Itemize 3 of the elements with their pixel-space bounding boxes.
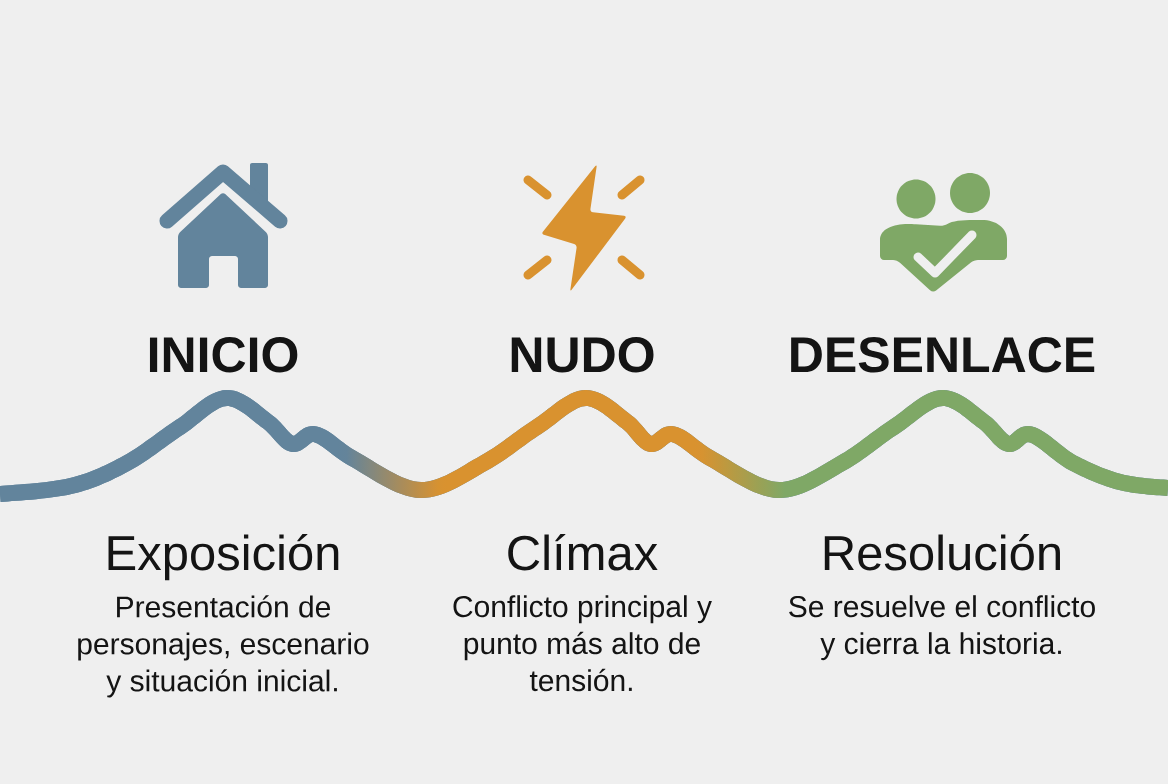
description: Presentación de personajes, escenario y situación inicial.: [78, 595, 369, 698]
description: Se resuelve el conflicto y cierra la historia.: [789, 595, 1095, 661]
description: Conflicto principal y punto más alto de tensión.: [453, 595, 712, 692]
